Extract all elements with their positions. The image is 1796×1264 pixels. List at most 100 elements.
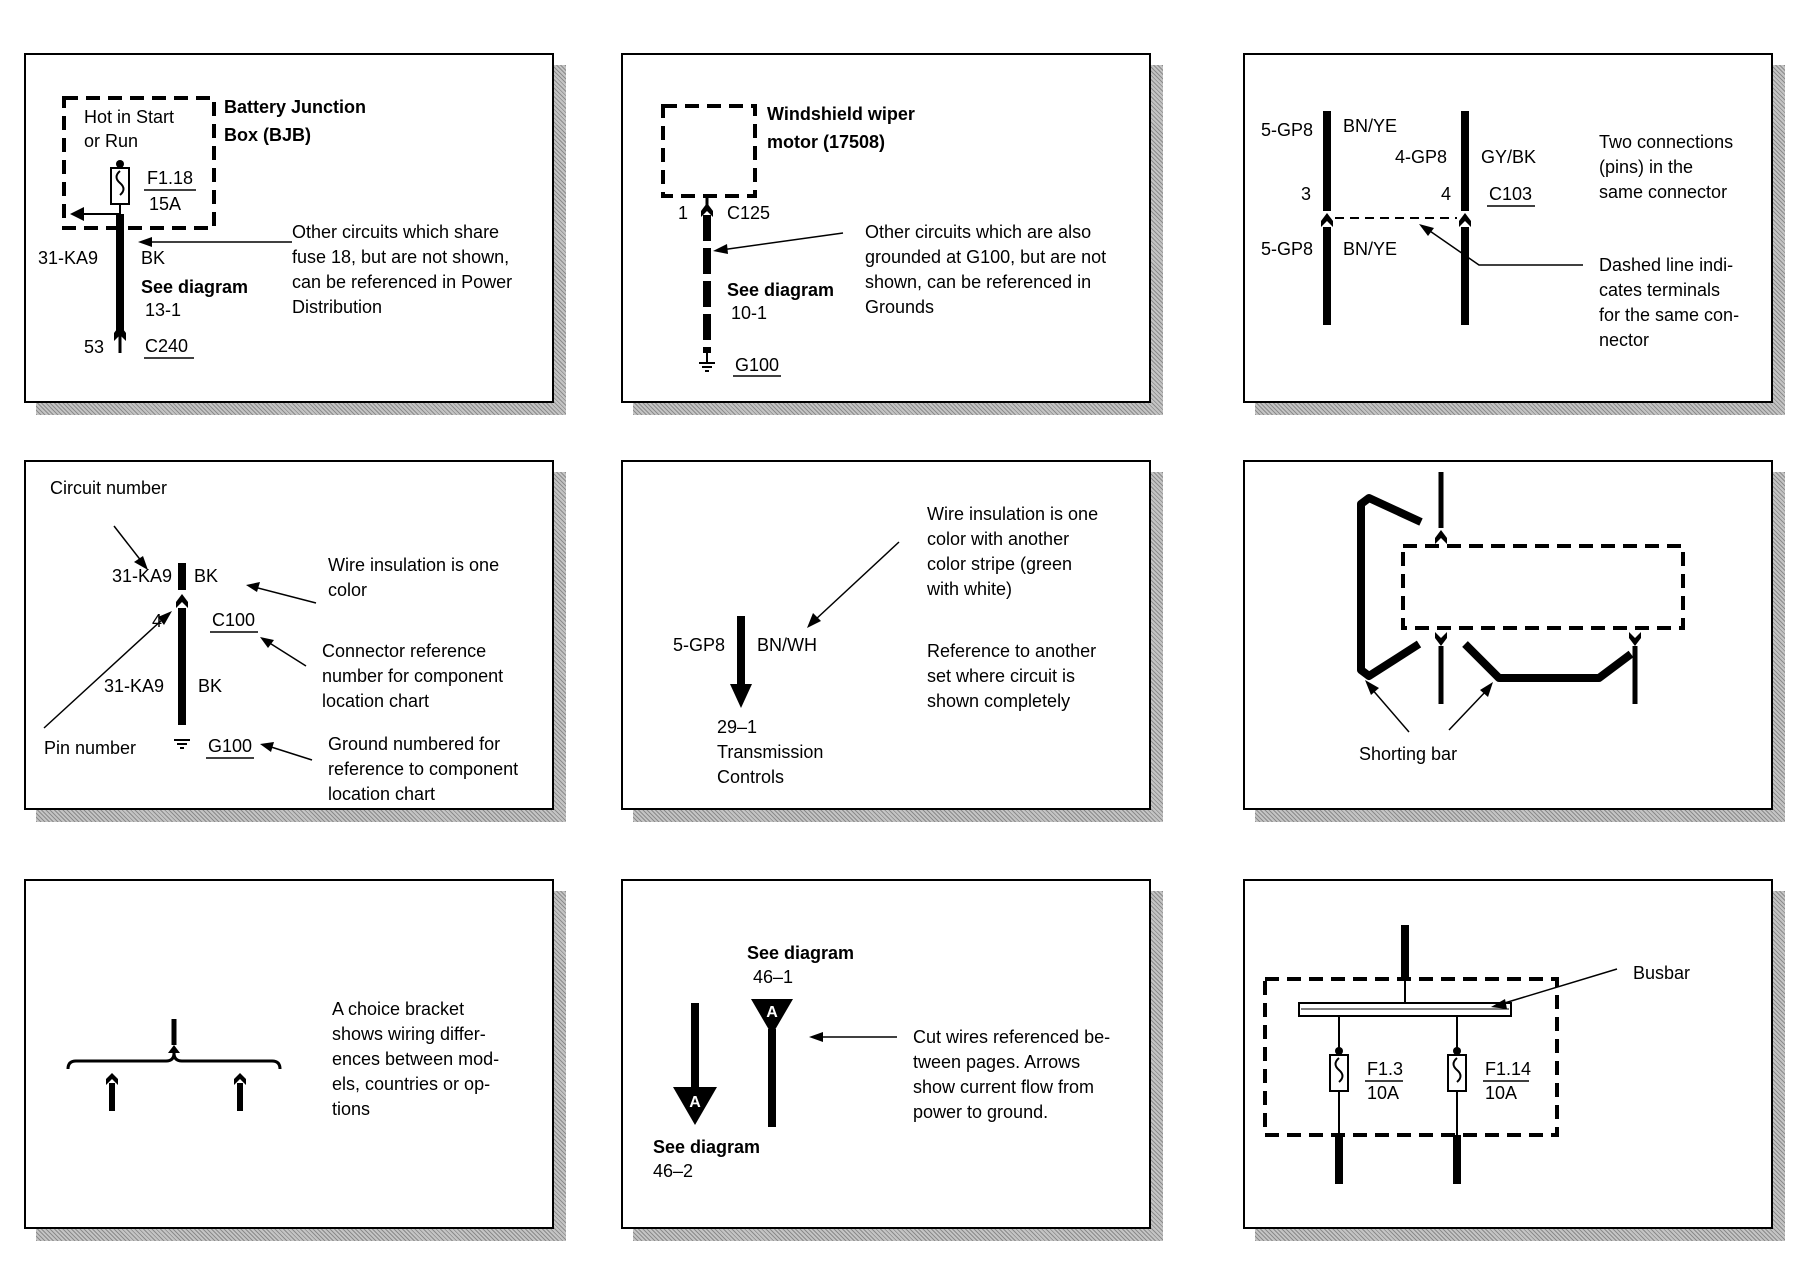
ground-label: G100 xyxy=(208,736,252,756)
circuit-right-label: 4-GP8 xyxy=(1395,147,1447,167)
panel-cut-wires: See diagram 46–1 A A See diagram 46–2 Cu… xyxy=(621,879,1163,1241)
label-pointer-right xyxy=(1448,689,1488,731)
circuit-bottom-label: 5-GP8 xyxy=(1261,239,1313,259)
note-line-4: power to ground. xyxy=(913,1102,1048,1122)
connector-component-box xyxy=(1401,544,1685,630)
triangle-top-letter: A xyxy=(766,1004,778,1021)
circuit-top-label: 5-GP8 xyxy=(1261,120,1313,140)
motor-component-box xyxy=(661,104,757,198)
circuit-number-pointer xyxy=(113,525,143,563)
panel-wire-reference: 5-GP8 BN/WH 29–1 Transmission Controls W… xyxy=(621,460,1163,822)
panel-frame xyxy=(1243,53,1773,403)
busbar-arrow-icon xyxy=(1491,999,1507,1009)
panel-frame xyxy=(621,879,1151,1229)
diagram-ref: 10-1 xyxy=(731,303,767,323)
color-label: BN/WH xyxy=(757,635,817,655)
note-line-5: tions xyxy=(332,1099,370,1119)
choice-bracket-icon xyxy=(66,1052,282,1070)
fuse2-element xyxy=(1452,1057,1462,1083)
bjb-component-box xyxy=(62,96,216,230)
bjb-title-1: Battery Junction xyxy=(224,97,366,117)
pin-number-arrow-icon xyxy=(158,611,172,625)
destination-line-1: Transmission xyxy=(717,742,823,762)
pin-number-label: Pin number xyxy=(44,738,136,758)
pin-right-label: 4 xyxy=(1441,184,1451,204)
note3-line-2: reference to component xyxy=(328,759,518,779)
panel-frame xyxy=(1243,460,1773,810)
diagram-ref-bottom: 46–2 xyxy=(653,1161,693,1181)
note1-line-2: (pins) in the xyxy=(1599,157,1693,177)
connector-pin-icon-right xyxy=(1459,213,1471,227)
note1-line-2: color with another xyxy=(927,529,1069,549)
fuse1-amp: 10A xyxy=(1367,1083,1399,1103)
note1-arrow-icon xyxy=(807,613,821,628)
destination-line-2: Controls xyxy=(717,767,784,787)
fuse1-icon xyxy=(1329,1054,1349,1092)
note2-pointer xyxy=(267,641,307,667)
color-top: BK xyxy=(194,566,218,586)
bracket-input-pin-icon xyxy=(168,1045,180,1053)
note-line-3: show current flow from xyxy=(913,1077,1094,1097)
pin-label: 1 xyxy=(678,203,688,223)
note3-line-3: location chart xyxy=(328,784,435,804)
color-right-label: GY/BK xyxy=(1481,147,1536,167)
motor-title-1: Windshield wiper xyxy=(767,104,915,124)
diagram-wiper: Windshield wiper motor (17508) 1 C125 Se… xyxy=(661,104,1106,377)
note-line-2: grounded at G100, but are not xyxy=(865,247,1106,267)
pin-left-label: 3 xyxy=(1301,184,1311,204)
note-line-4: Grounds xyxy=(865,297,934,317)
diagram-ref: 29–1 xyxy=(717,717,757,737)
note-pointer-line xyxy=(720,232,844,251)
diagram-ref-top: 46–1 xyxy=(753,967,793,987)
see-diagram-label: See diagram xyxy=(727,280,834,300)
note2-line-3: shown completely xyxy=(927,691,1070,711)
connector-label: C100 xyxy=(212,610,255,630)
diagram-same-connector: 5-GP8 BN/YE 4-GP8 GY/BK 3 4 C103 5-GP8 B… xyxy=(1261,111,1739,350)
fuse2-icon xyxy=(1447,1054,1467,1092)
note2-line-3: location chart xyxy=(322,691,429,711)
note2-line-2: cates terminals xyxy=(1599,280,1720,300)
panel-frame xyxy=(621,460,1151,810)
diagram-wire-reference: 5-GP8 BN/WH 29–1 Transmission Controls W… xyxy=(673,504,1098,787)
fuse2-amp: 10A xyxy=(1485,1083,1517,1103)
note2-arrow-icon xyxy=(1419,224,1434,236)
label-arrow-left-icon xyxy=(1365,680,1379,695)
note-line-3: shown, can be referenced in xyxy=(865,272,1091,292)
color-bottom: BK xyxy=(198,676,222,696)
fuse2-terminal-dot xyxy=(1453,1047,1461,1055)
note3-arrow-icon xyxy=(260,742,274,752)
circuit-label: 5-GP8 xyxy=(673,635,725,655)
panel-battery-junction-box: Hot in Start or Run Battery Junction Box… xyxy=(24,53,566,415)
shorting-bar-left xyxy=(1357,494,1423,680)
note-line-4: els, countries or op- xyxy=(332,1074,490,1094)
panel-windshield-wiper: Windshield wiper motor (17508) 1 C125 Se… xyxy=(621,53,1163,415)
note2-line-1: Connector reference xyxy=(322,641,486,661)
note1-line-4: with white) xyxy=(926,579,1012,599)
fuse-amp: 15A xyxy=(149,194,181,214)
note2-line-1: Reference to another xyxy=(927,641,1096,661)
note-arrow-icon xyxy=(713,244,728,254)
ground-label: G100 xyxy=(735,355,779,375)
note-arrow-icon xyxy=(809,1032,823,1042)
shorting-bar-label: Shorting bar xyxy=(1359,744,1457,764)
note1-pointer xyxy=(814,541,900,621)
busbar-pointer xyxy=(1497,968,1618,1006)
note2-line-4: nector xyxy=(1599,330,1649,350)
note2-line-2: number for component xyxy=(322,666,503,686)
note-line-2: tween pages. Arrows xyxy=(913,1052,1080,1072)
note-line-1: Other circuits which share xyxy=(292,222,499,242)
circuit-number-label: Circuit number xyxy=(50,478,167,498)
note-line-3: ences between mod- xyxy=(332,1049,499,1069)
note-line-4: Distribution xyxy=(292,297,382,317)
connector-label: C240 xyxy=(145,336,188,356)
connector-label: C103 xyxy=(1489,184,1532,204)
note2-line-1: Dashed line indi- xyxy=(1599,255,1733,275)
note1-line-1: Two connections xyxy=(1599,132,1733,152)
note-line-1: Other circuits which are also xyxy=(865,222,1091,242)
panel-same-connector: 5-GP8 BN/YE 4-GP8 GY/BK 3 4 C103 5-GP8 B… xyxy=(1243,53,1785,415)
down-arrow-icon xyxy=(730,684,752,708)
label-pointer-left xyxy=(1370,687,1410,733)
pin-label: 53 xyxy=(84,337,104,357)
terminal-bottom-left-pin-icon xyxy=(1435,632,1447,646)
note2-line-2: set where circuit is xyxy=(927,666,1075,686)
